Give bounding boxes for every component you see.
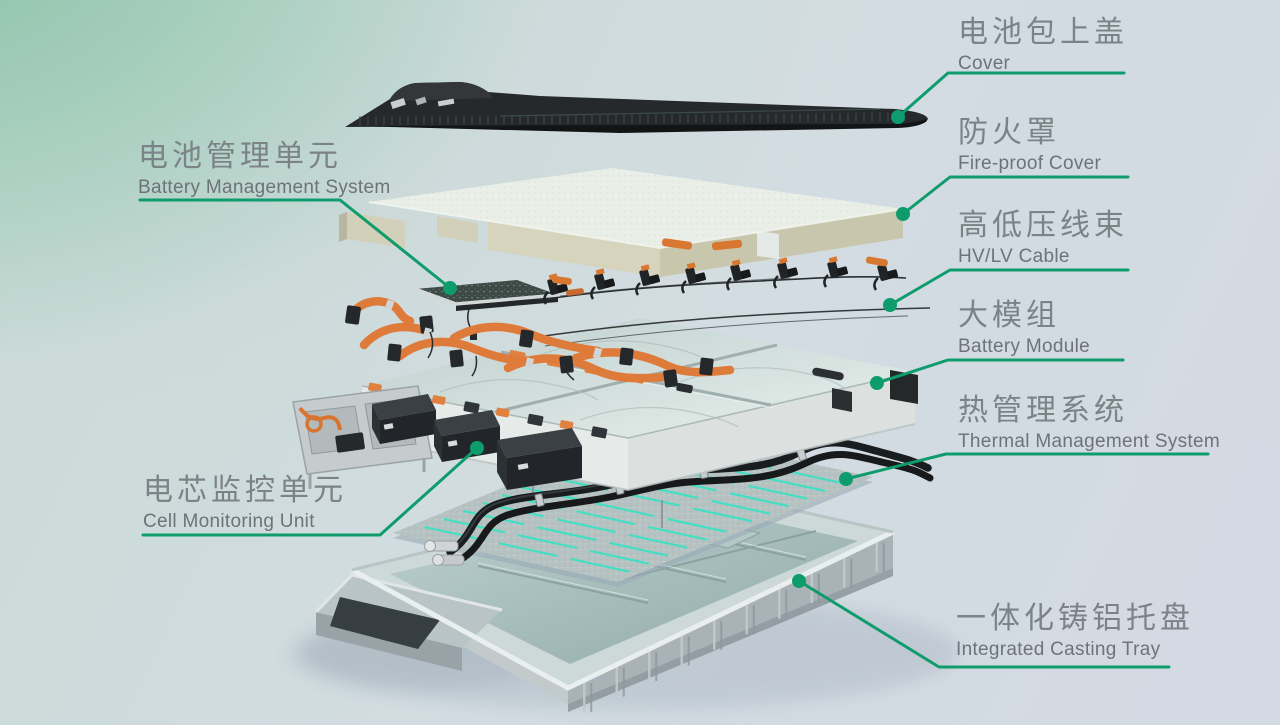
label-tray: 一体化铸铝托盘 Integrated Casting Tray: [956, 602, 1194, 661]
cmu-box: [434, 410, 500, 462]
leader-line-hvlv: [888, 268, 1130, 307]
label-bms-en: Battery Management System: [138, 176, 391, 198]
copper-busbar-pieces: [551, 238, 888, 296]
label-fireproof-en: Fire-proof Cover: [958, 152, 1102, 174]
leader-dot-cover: [891, 110, 905, 124]
leader-dot-hvlv: [883, 298, 897, 312]
label-cmu-zh: 电芯监控单元: [143, 474, 347, 507]
cmu-box: [497, 428, 582, 490]
leader-dot-fireproof: [896, 207, 910, 221]
label-cmu-en: Cell Monitoring Unit: [143, 510, 315, 532]
leader-line-cmu: [141, 446, 479, 537]
leader-line-thermal: [844, 452, 1210, 481]
cover-part: [345, 82, 928, 133]
label-module-en: Battery Module: [958, 335, 1090, 357]
fireproof-cover-part: [339, 168, 904, 277]
label-thermal: 热管理系统 Thermal Management System: [958, 394, 1220, 453]
label-tray-en: Integrated Casting Tray: [956, 638, 1161, 660]
label-thermal-en: Thermal Management System: [958, 430, 1220, 452]
label-bms-zh: 电池管理单元: [138, 140, 342, 173]
label-cover: 电池包上盖 Cover: [958, 16, 1128, 75]
label-hvlv-zh: 高低压线束: [958, 209, 1128, 242]
leader-line-module: [875, 358, 1125, 385]
leader-dot-tray: [792, 574, 806, 588]
leader-line-bms: [138, 198, 452, 290]
label-bms: 电池管理单元 Battery Management System: [138, 140, 391, 199]
cell-monitoring-unit-part: [292, 385, 582, 490]
label-fireproof: 防火罩 Fire-proof Cover: [958, 116, 1101, 175]
label-cmu: 电芯监控单元 Cell Monitoring Unit: [143, 474, 347, 533]
hv-harness-part: [345, 297, 931, 388]
label-module: 大模组 Battery Module: [958, 299, 1090, 358]
coolant-fitting: [424, 540, 465, 566]
thermal-management-part: [393, 428, 934, 587]
leader-line-fireproof: [901, 175, 1130, 216]
hvlv-cable-part: [539, 238, 907, 306]
leader-dot-module: [870, 376, 884, 390]
label-hvlv: 高低压线束 HV/LV Cable: [958, 209, 1128, 268]
label-tray-zh: 一体化铸铝托盘: [956, 602, 1194, 635]
leader-dot-cmu: [470, 441, 484, 455]
cmu-box: [372, 394, 436, 444]
label-thermal-zh: 热管理系统: [958, 394, 1128, 427]
label-hvlv-en: HV/LV Cable: [958, 245, 1070, 267]
leader-line-tray: [797, 579, 1171, 669]
leader-line-cover: [896, 71, 1126, 119]
label-cover-zh: 电池包上盖: [958, 16, 1128, 49]
label-fireproof-zh: 防火罩: [958, 116, 1060, 149]
label-module-zh: 大模组: [958, 299, 1060, 332]
leader-dot-thermal: [839, 472, 853, 486]
leader-dot-bms: [443, 281, 457, 295]
label-cover-en: Cover: [958, 52, 1011, 74]
